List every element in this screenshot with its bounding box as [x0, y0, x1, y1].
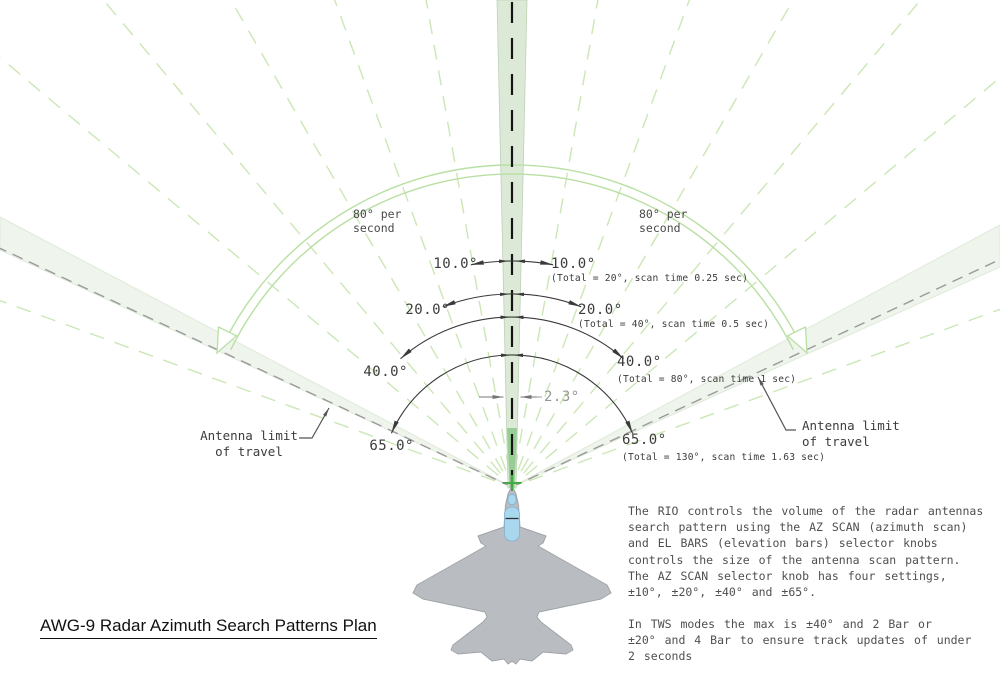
notes-line: 2 seconds	[628, 649, 693, 664]
antenna-limit-line2: of travel	[215, 444, 283, 459]
antenna-limit-lines	[0, 247, 1000, 488]
radial-right-70	[528, 308, 1000, 482]
radial-right-20	[517, 0, 691, 471]
notes-line: The RIO controls the volume of the radar…	[628, 504, 984, 518]
radial-left-50	[0, 56, 499, 476]
angle-note-65: (Total = 130°, scan time 1.63 sec)	[622, 452, 826, 463]
limit-band-left	[0, 216, 513, 488]
angle-label-10-left: 10.0°	[433, 256, 478, 272]
radial-left-20	[333, 0, 507, 471]
aircraft	[412, 485, 612, 665]
notes-paragraph-1: The RIO controls the volume of the radar…	[628, 503, 1000, 600]
radial-left-10	[425, 0, 510, 470]
notes-line: The AZ SCAN selector knob has four setti…	[628, 568, 947, 583]
angle-label-10-right: 10.0°	[551, 256, 596, 272]
arc-10deg	[470, 260, 554, 266]
centerline-tick-arrows	[498, 259, 526, 358]
dimension-arcs	[390, 259, 634, 434]
sweep-rate-line1: 80° per	[639, 207, 688, 221]
sweep-rate-line2: second	[639, 220, 681, 235]
radial-right-40	[523, 0, 922, 474]
antenna-limit-line2: of travel	[802, 434, 870, 449]
leader-right	[757, 376, 796, 431]
angle-label-20-left: 20.0°	[405, 302, 450, 318]
notes-line: ±10°, ±20°, ±40° and ±65°.	[628, 585, 817, 600]
canopy	[504, 506, 520, 542]
antenna-marker	[503, 475, 521, 491]
diagram-title: AWG-9 Radar Azimuth Search Patterns Plan	[40, 616, 377, 639]
sweep-arc-inner	[230, 173, 794, 351]
sweep-rate-line2: second	[353, 220, 395, 235]
arc-65deg	[390, 354, 634, 434]
notes-paragraph-2: In TWS modes the max is ±40° and 2 Bar o…	[628, 616, 1000, 665]
radial-left-40	[102, 0, 501, 474]
angle-note-20: (Total = 40°, scan time 0.5 sec)	[578, 319, 770, 330]
radial-left-70	[0, 299, 496, 482]
notes-line: search pattern using the AZ SCAN (azimut…	[628, 520, 968, 535]
arc-20deg	[442, 293, 582, 308]
antenna-limit-line1: Antenna limit	[802, 418, 900, 433]
notes-line: In TWS modes the max is ±40° and 2 Bar o…	[628, 617, 932, 631]
aircraft-silhouette	[412, 485, 612, 665]
limit-band-right	[511, 224, 1000, 488]
radar-beam-core	[507, 428, 517, 488]
angle-note-40: (Total = 80°, scan time 1 sec)	[617, 374, 797, 385]
angle-note-10: (Total = 20°, scan time 0.25 sec)	[551, 273, 749, 284]
angle-label-40-right: 40.0°	[617, 354, 662, 370]
radial-right-30	[520, 0, 794, 472]
antenna-limit-bands	[0, 216, 1000, 488]
angle-label-40-left: 40.0°	[363, 364, 408, 380]
antenna-limit-line1: Antenna limit	[200, 428, 298, 443]
radial-left-30	[230, 0, 504, 472]
arc-40deg	[400, 316, 624, 360]
notes-line: controls the size of the antenna scan pa…	[628, 552, 961, 567]
angle-label-65-left: 65.0°	[369, 438, 414, 454]
sweep-rate-line1: 80° per	[353, 207, 402, 221]
angle-label-20-right: 20.0°	[578, 302, 623, 318]
antenna-limit-leaders	[299, 376, 796, 439]
sweep-arrowhead-left	[216, 325, 238, 355]
angle-label-65-right: 65.0°	[622, 432, 667, 448]
notes-line: ±20° and 4 Bar to ensure track updates o…	[628, 633, 972, 648]
limit-line-left	[0, 247, 513, 488]
beam-width-label: 2.3°	[544, 389, 580, 405]
leader-left	[299, 407, 330, 439]
sweep-arrowhead-right	[786, 325, 808, 355]
radial-guides	[0, 0, 1000, 482]
notes-line: and EL BARS (elevation bars) selector kn…	[628, 536, 938, 551]
radome-tip	[507, 493, 517, 506]
radial-right-50	[525, 76, 1000, 476]
